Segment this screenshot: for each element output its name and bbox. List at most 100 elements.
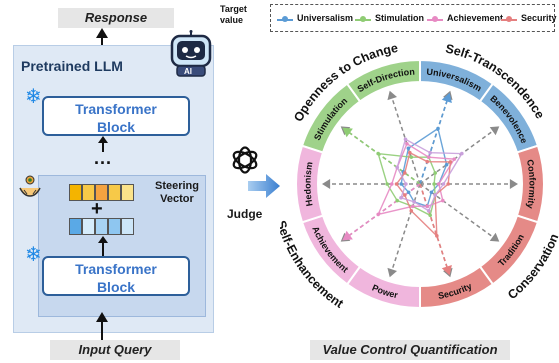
series-point — [426, 155, 431, 159]
steering-vector-cell — [121, 184, 134, 201]
top-block-label: Transformer Block — [75, 101, 157, 135]
legend-label: Stimulation — [375, 13, 424, 23]
series-point — [402, 171, 407, 175]
steering-vector-cell — [108, 184, 121, 201]
legend-dot — [282, 16, 288, 22]
series-point — [446, 182, 450, 186]
radar-axis-arrowhead — [322, 178, 331, 190]
series-point — [406, 190, 411, 195]
series-point — [433, 193, 438, 197]
steering-vector-text: Steering Vector — [154, 180, 199, 205]
series-point — [403, 137, 408, 142]
series-point — [395, 165, 399, 170]
response-banner: Response — [58, 8, 174, 28]
legend-box: Universalism Stimulation Achievement Sec… — [270, 4, 557, 32]
input-arrow — [96, 312, 108, 342]
judge-label: Judge — [227, 207, 263, 221]
series-point — [444, 162, 449, 167]
target-arrowhead — [342, 127, 353, 138]
series-point — [395, 198, 399, 203]
series-point — [404, 182, 408, 186]
lower-arrow — [98, 236, 108, 256]
series-point — [408, 150, 412, 155]
value-ring-segment — [345, 58, 421, 103]
radar-axis — [419, 183, 499, 242]
series-point — [409, 209, 414, 213]
ellipsis: ... — [94, 148, 113, 168]
bottom-block-label: Transformer Block — [75, 261, 157, 295]
series-point — [376, 151, 380, 156]
series-point — [376, 212, 380, 217]
series-point — [441, 198, 445, 203]
series-point — [406, 146, 411, 151]
value-radar-chart: UniversalismBenevolenceConformityTraditi… — [280, 41, 559, 311]
hidden-vector-cell — [121, 218, 134, 235]
radar-axis — [389, 183, 421, 276]
target-arrow — [419, 96, 450, 185]
mid-arrow — [98, 136, 108, 152]
legend-title: Target value — [220, 4, 266, 26]
legend-label: Security — [521, 13, 557, 23]
series-point — [405, 141, 409, 146]
radar-axis-arrowhead — [387, 90, 398, 101]
series-point — [402, 193, 407, 197]
series-point — [452, 157, 457, 161]
radar-axis-arrowhead — [387, 267, 398, 278]
series-point — [448, 160, 453, 164]
steering-vector-cell — [69, 184, 82, 201]
robot-ai-icon — [170, 30, 212, 77]
radar-axis-arrowhead — [489, 232, 500, 242]
legend-item-stimulation: Stimulation — [355, 13, 424, 23]
radar-axis-arrowhead — [489, 126, 500, 136]
series-point — [409, 155, 414, 159]
legend-item-universalism: Universalism — [277, 13, 353, 23]
steering-vector-label: Steering Vector — [148, 180, 206, 206]
series-point — [425, 204, 430, 209]
series-point — [435, 234, 439, 238]
series-point — [412, 200, 416, 204]
hand-person-icon — [19, 175, 41, 197]
series-point — [437, 182, 441, 186]
plus-sign: + — [91, 198, 103, 220]
legend-item-security: Security — [501, 13, 557, 23]
radar-axis-arrowhead — [509, 178, 518, 190]
series-point — [441, 182, 446, 186]
radar-axis — [419, 126, 499, 185]
series-point — [432, 182, 436, 186]
target-arrowhead — [441, 92, 452, 104]
series-point — [436, 126, 440, 131]
legend-dot — [506, 16, 512, 22]
target-arrow — [345, 129, 421, 185]
steering-vector-cell — [82, 184, 95, 201]
judge-openai-icon — [232, 146, 258, 174]
llm-title: Pretrained LLM — [21, 58, 123, 74]
hidden-vector-cell — [95, 218, 108, 235]
series-point — [410, 204, 415, 209]
target-arrowhead — [342, 230, 353, 241]
series-point — [399, 182, 403, 186]
series-point — [428, 213, 432, 218]
series-point — [399, 196, 403, 200]
series-point — [394, 182, 399, 186]
hidden-vector-cell — [69, 218, 82, 235]
hidden-vector-cell — [108, 218, 121, 235]
radar-axis — [389, 92, 421, 185]
legend-title-text: Target value — [220, 4, 247, 25]
series-point — [425, 159, 430, 164]
value-control-banner: Value Control Quantification — [310, 340, 510, 360]
legend-label: Achievement — [447, 13, 504, 23]
ai-badge: AI — [184, 67, 192, 76]
legend-label: Universalism — [297, 13, 354, 23]
snowflake-icon: ❄ — [25, 244, 42, 266]
top-transformer-block: Transformer Block — [42, 96, 190, 136]
legend-dot — [432, 16, 438, 22]
series-point — [390, 182, 394, 186]
series-point — [385, 182, 389, 186]
legend-dot — [360, 16, 366, 22]
series-point — [426, 209, 431, 213]
series-point — [429, 190, 434, 195]
snowflake-icon: ❄ — [25, 86, 42, 108]
input-query-banner: Input Query — [50, 340, 180, 360]
value-ring-label: Hedonism — [302, 161, 314, 207]
steering-vector-cell — [95, 184, 108, 201]
